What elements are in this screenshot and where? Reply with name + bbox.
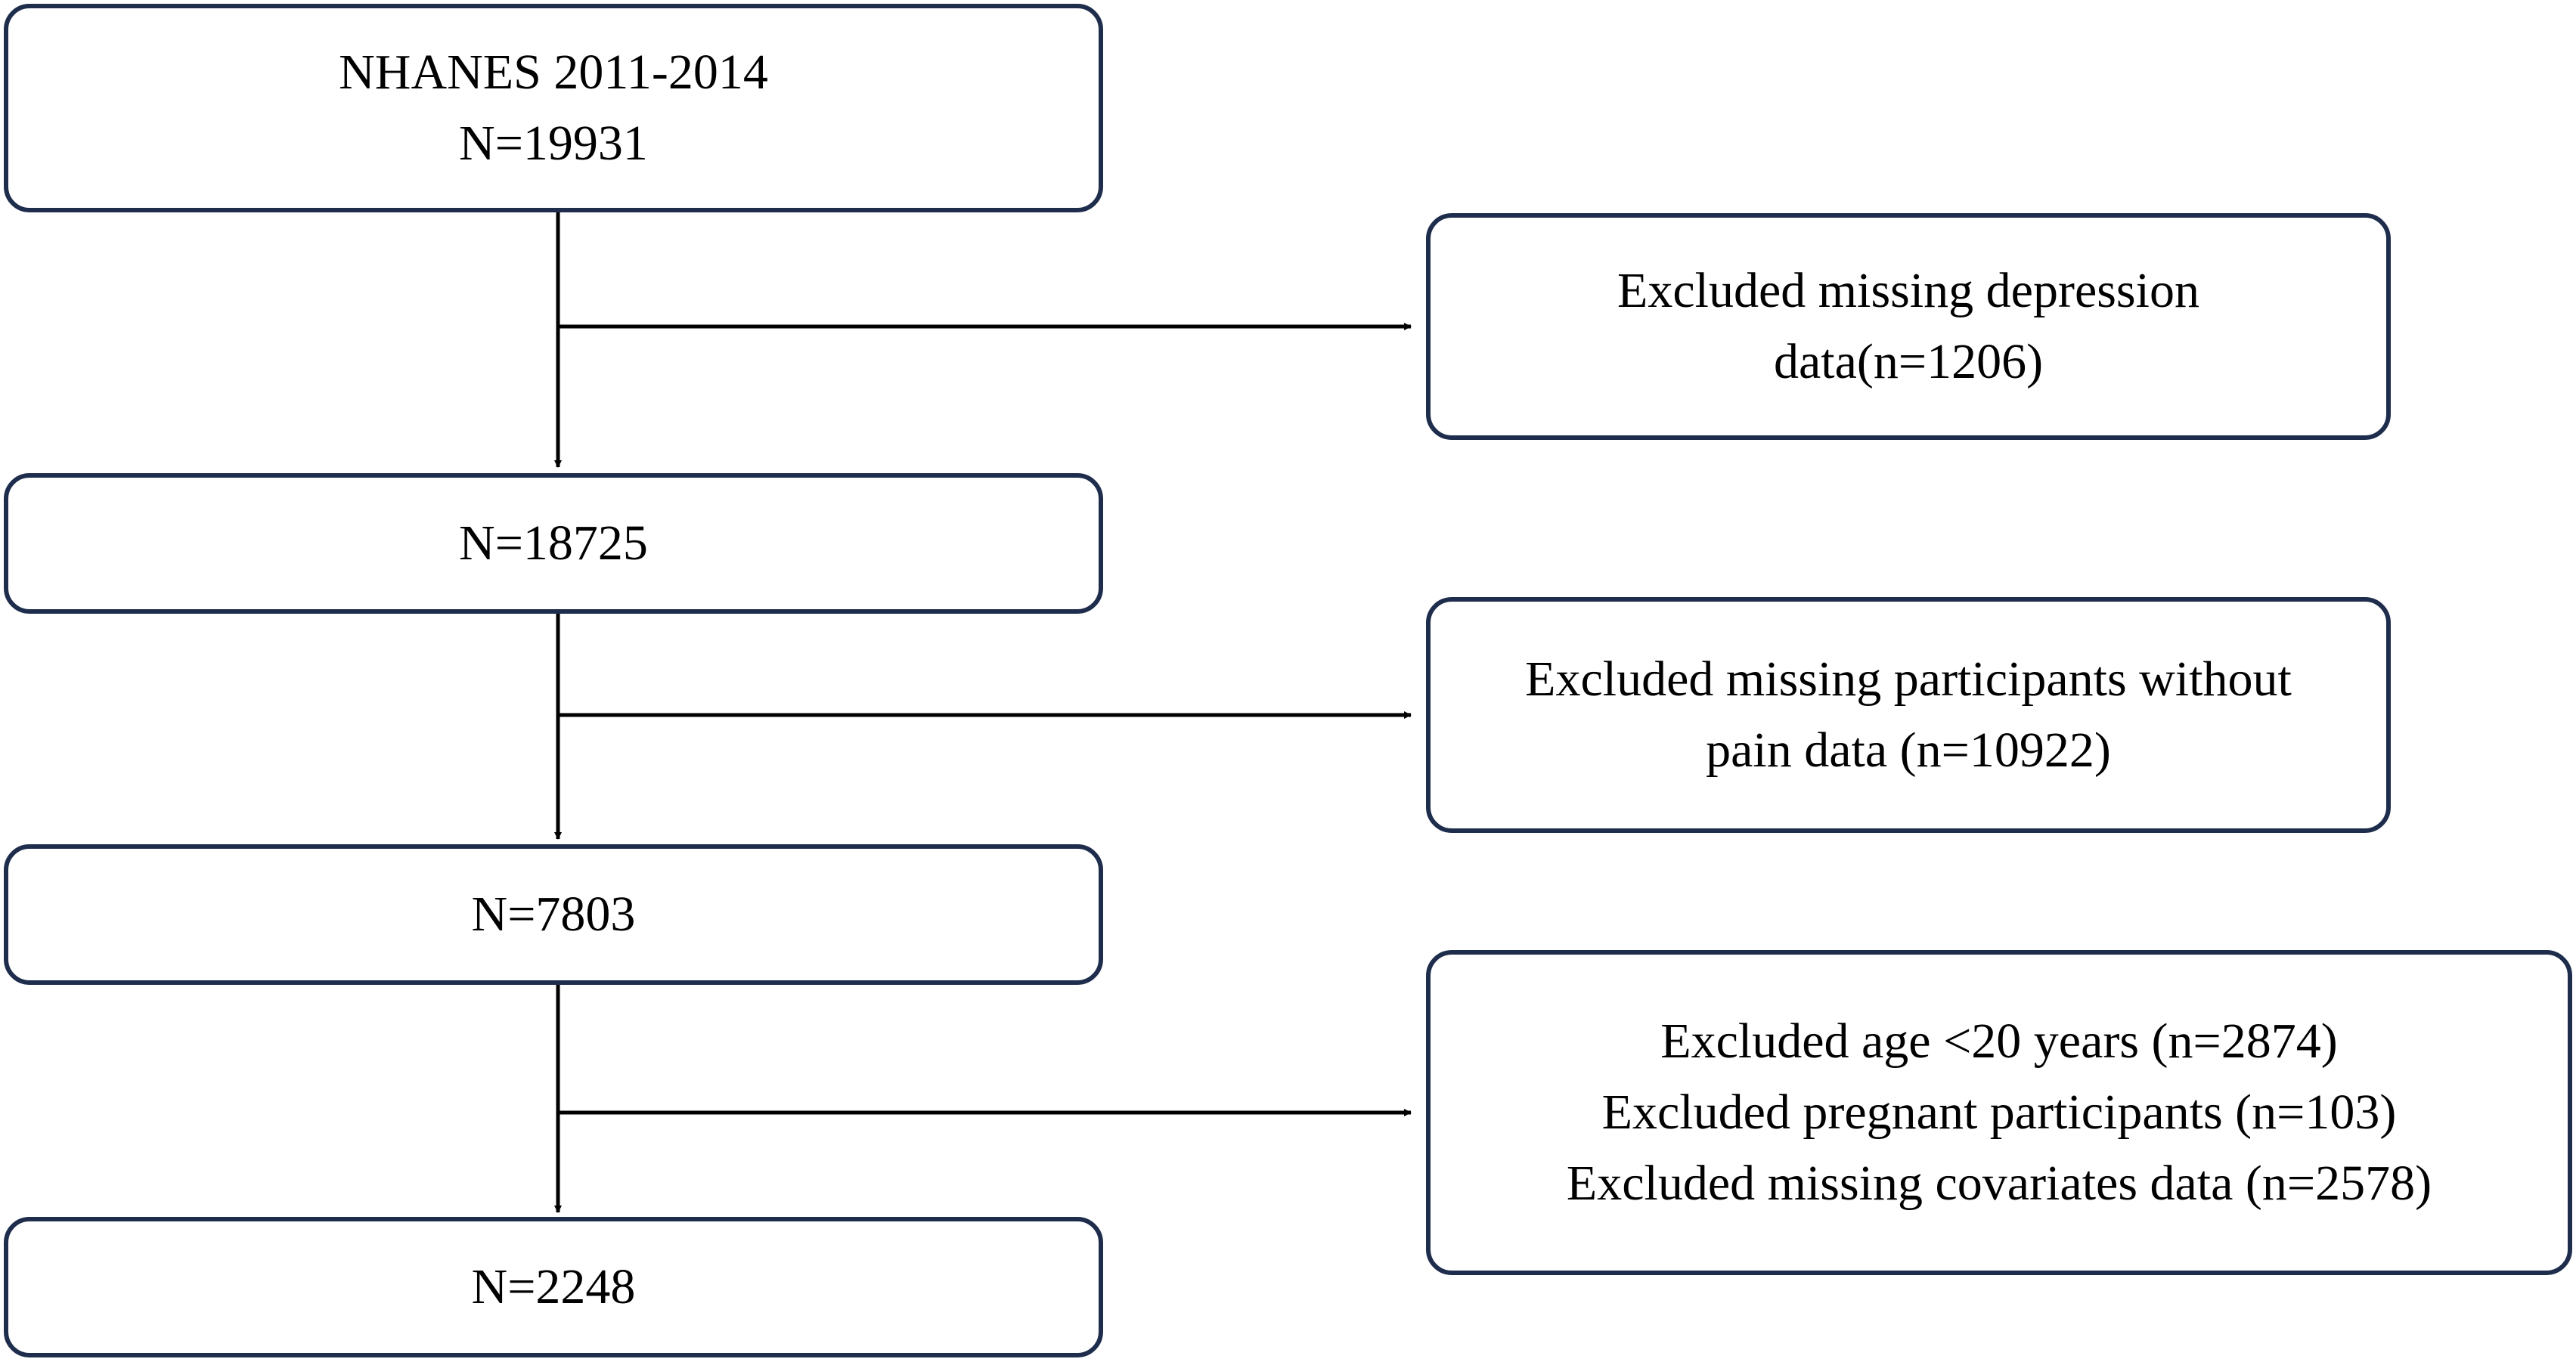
exclusion-2-line-1: Excluded missing participants without [1525,652,2292,707]
exclusion-2-line-2: pain data (n=10922) [1706,723,2111,778]
step-3-line-1: N=7803 [471,887,636,942]
step-4-line-1: N=2248 [471,1259,636,1314]
exclusion-1-line-1: Excluded missing depression [1617,263,2199,318]
exclusion-3-line-3: Excluded missing covariates data (n=2578… [1566,1156,2432,1211]
step-box-3: N=7803 [4,844,1103,985]
exclusion-box-3: Excluded age <20 years (n=2874) Excluded… [1426,950,2572,1275]
step-box-4: N=2248 [4,1217,1103,1357]
step-box-1: NHANES 2011-2014 N=19931 [4,4,1103,212]
exclusion-1-line-2: data(n=1206) [1773,334,2044,389]
exclusion-box-1: Excluded missing depression data(n=1206) [1426,213,2391,440]
exclusion-3-line-1: Excluded age <20 years (n=2874) [1660,1014,2338,1069]
exclusion-3-line-2: Excluded pregnant participants (n=103) [1601,1085,2397,1140]
step-1-line-2: N=19931 [459,116,648,171]
step-1-line-1: NHANES 2011-2014 [339,45,768,100]
exclusion-box-2: Excluded missing participants without pa… [1426,597,2391,833]
step-2-line-1: N=18725 [459,515,648,571]
step-box-2: N=18725 [4,473,1103,614]
